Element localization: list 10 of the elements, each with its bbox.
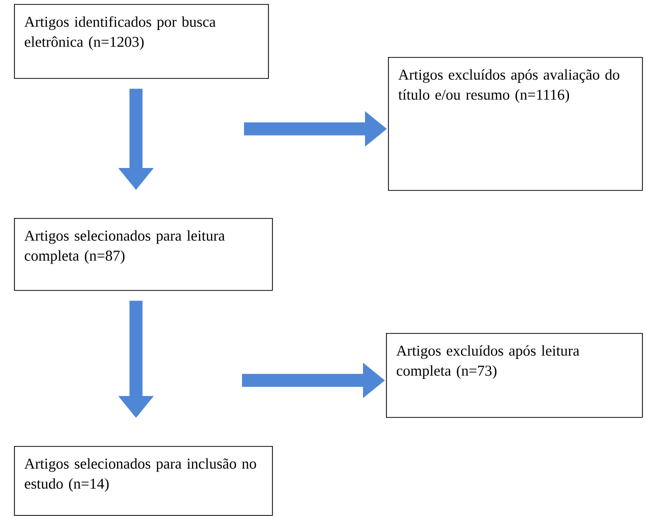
process-box <box>386 333 643 418</box>
box-text: Artigos excluídos após leitura completa (n=73) <box>396 345 580 379</box>
box-text: Artigos selecionados para inclusão no estudo (n=14) <box>24 458 256 492</box>
process-box <box>14 446 273 516</box>
box-text: Artigos identificados por busca eletrônica (n=1203) <box>24 16 216 50</box>
process-box <box>388 57 643 191</box>
process-box <box>14 218 273 291</box>
process-box <box>14 4 269 79</box>
box-text: Artigos selecionados para leitura completa (n=87) <box>24 230 225 264</box>
box-text: Artigos excluídos após avaliação do título e/ou resumo (n=1116) <box>398 69 620 103</box>
